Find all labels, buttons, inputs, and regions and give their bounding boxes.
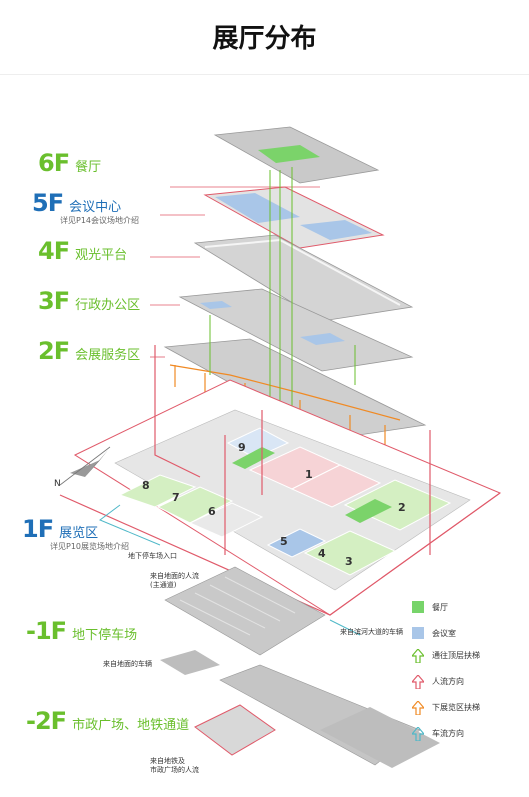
hall-8: 8 — [142, 479, 150, 492]
hall-6: 6 — [208, 505, 216, 518]
compass-icon — [59, 446, 111, 486]
people-flow-frames — [59, 345, 501, 616]
legend-item-restaurant: 餐厅 — [412, 601, 448, 613]
hall-9: 9 — [238, 441, 246, 454]
hall-5: 5 — [280, 535, 288, 548]
red-arrow-icon — [410, 674, 426, 690]
from-highway-label: 来自滨河大道的车辆 — [340, 628, 403, 636]
from-ground-cars-label: 来自地面的车辆 — [103, 660, 152, 668]
orange-arrow-icon — [410, 700, 426, 716]
hall-3: 3 — [345, 555, 353, 568]
page-title: 展厅分布 — [212, 24, 317, 54]
slab-b1 — [160, 566, 326, 675]
legend-swatch — [412, 601, 424, 613]
legend-swatch — [412, 627, 424, 639]
hall-1: 1 — [305, 468, 313, 481]
car-flow-lines — [99, 504, 361, 636]
cyan-arrow-icon — [410, 726, 426, 742]
green-arrow-icon — [410, 648, 426, 664]
legend-item-meeting-room: 会议室 — [412, 627, 456, 639]
legend-item-people-flow: 人流方向 — [410, 674, 464, 690]
from-ground-label: 来自地面的人流 (主通道) — [150, 572, 199, 589]
slab-3f — [178, 288, 414, 372]
legend-item-lower-escalator: 下展览区扶梯 — [410, 700, 480, 716]
page-header: 展厅分布 — [0, 0, 529, 75]
building-illustration — [59, 126, 502, 768]
slab-5f — [203, 186, 385, 249]
hall-4: 4 — [318, 547, 326, 560]
legend-item-top-escalator: 通往顶层扶梯 — [410, 648, 480, 664]
slab-6f — [213, 126, 380, 184]
compass-label: N — [54, 479, 61, 489]
hall-2: 2 — [398, 501, 406, 514]
parking-entry-label: 地下停车场入口 — [128, 552, 177, 560]
slab-1f — [73, 379, 502, 616]
slab-b2 — [194, 664, 440, 768]
legend-item-car-flow: 车流方向 — [410, 726, 464, 742]
from-metro-label: 来自地铁及 市政广场的人流 — [150, 757, 199, 774]
hall-7: 7 — [172, 491, 180, 504]
escalator-lines — [209, 167, 356, 435]
